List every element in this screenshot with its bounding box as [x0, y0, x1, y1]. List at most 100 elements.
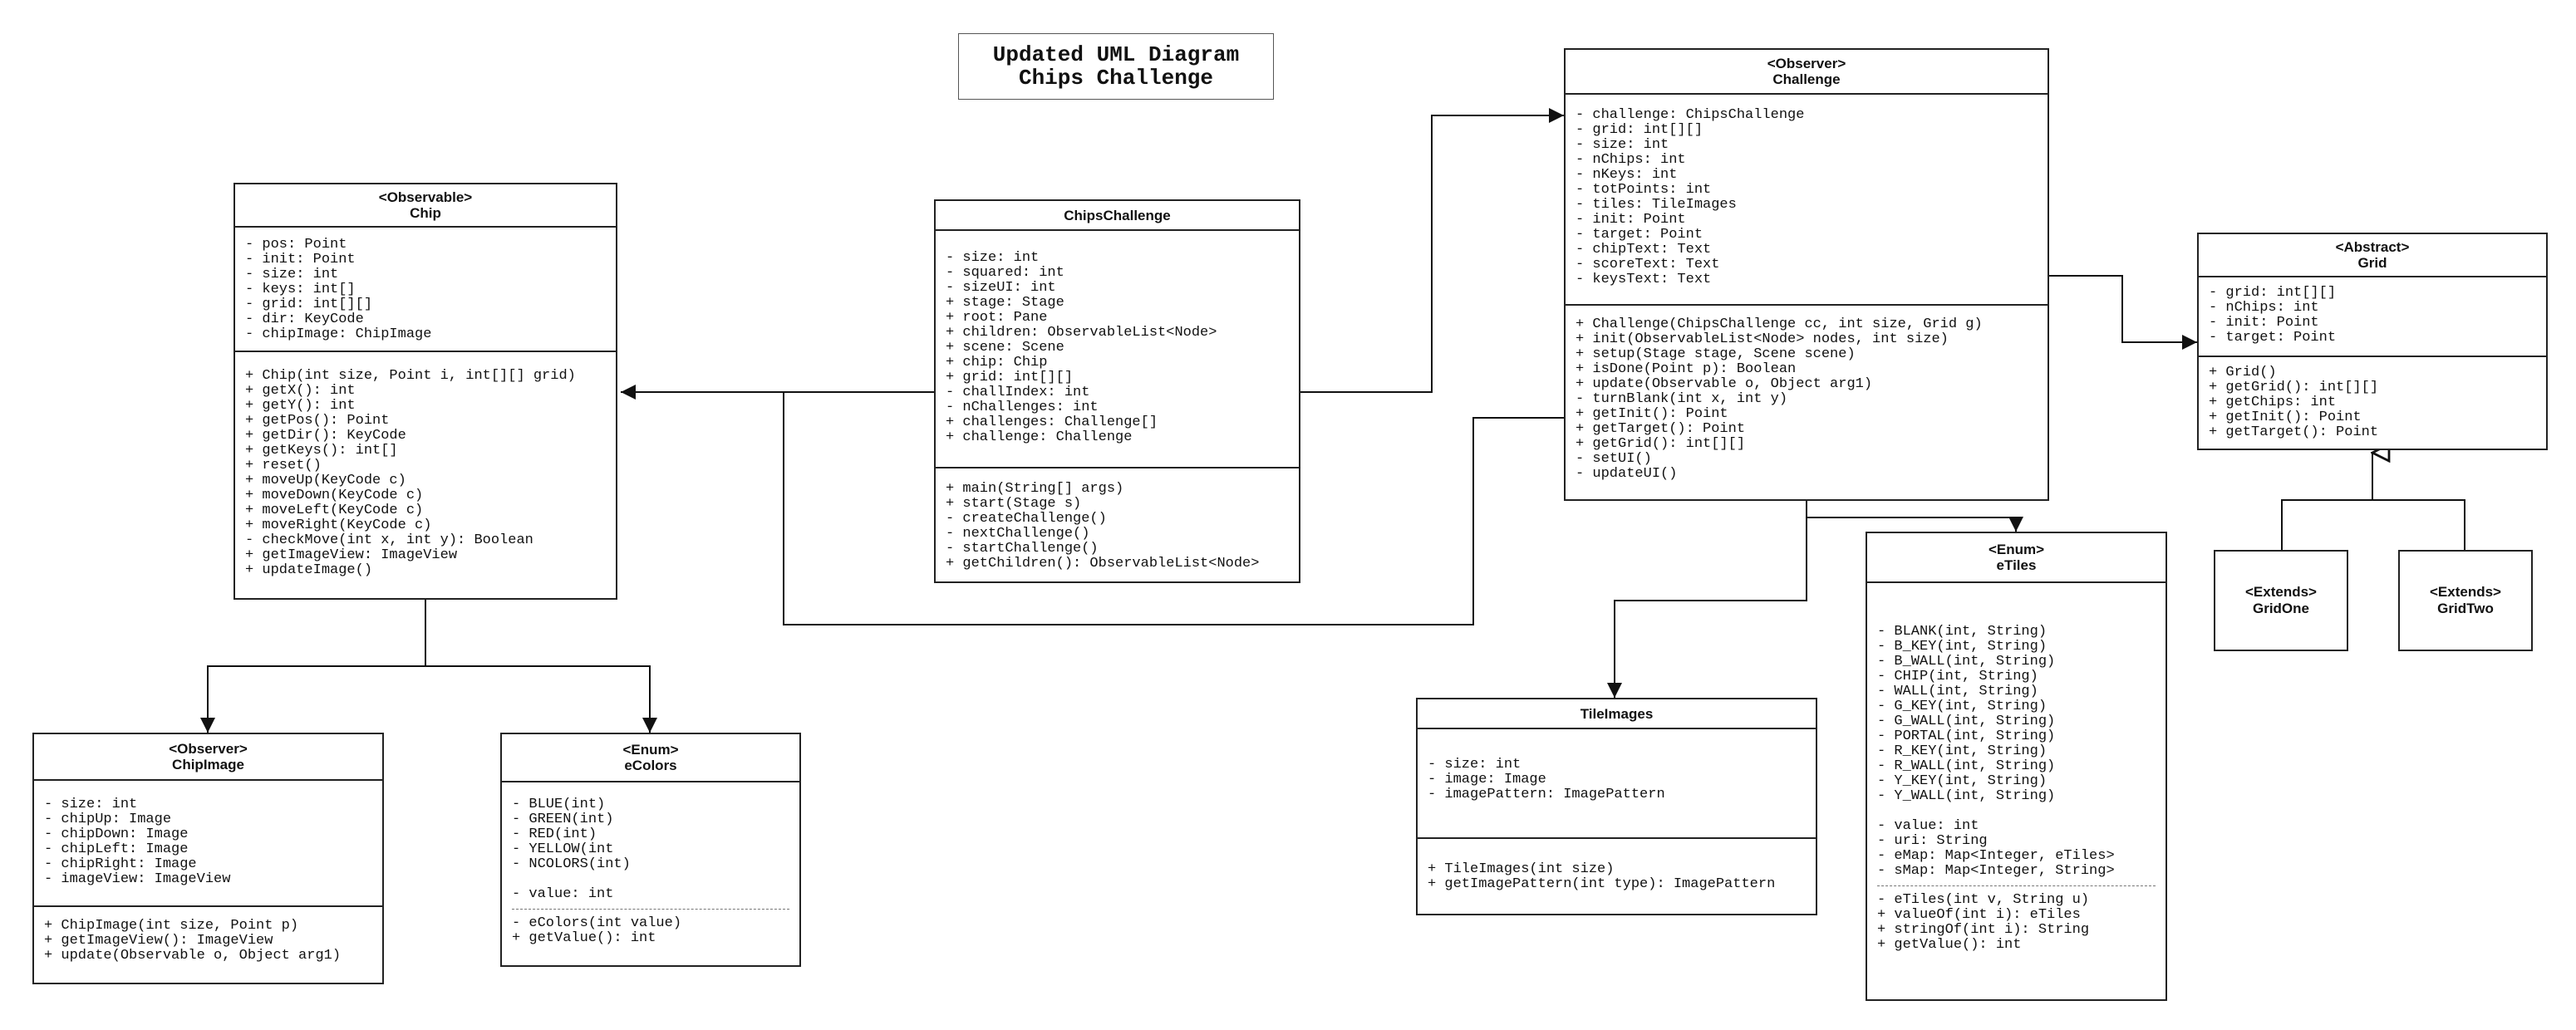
- method: + getInit(): Point: [2209, 410, 2362, 425]
- attribute-section: - size: int - chipUp: Image - chipDown: …: [34, 781, 382, 907]
- method-section: + TileImages(int size) + getImagePattern…: [1418, 839, 1816, 914]
- class-header: TileImages: [1418, 699, 1816, 729]
- class-header: ChipsChallenge: [936, 201, 1299, 231]
- method-section: + Grid() + getGrid(): int[][] + getChips…: [2199, 357, 2546, 449]
- attribute: - nKeys: int: [1576, 167, 1678, 183]
- class-name: GridOne: [2252, 601, 2309, 616]
- class-name: Challenge: [1772, 71, 1841, 87]
- attribute: - chipDown: Image: [44, 826, 189, 842]
- attribute: - grid: int[][]: [245, 297, 373, 312]
- class-chipschallenge: ChipsChallenge - size: int - squared: in…: [934, 199, 1300, 583]
- connector-challenge-to-tileimages: [1607, 501, 1807, 698]
- attribute: - target: Point: [2209, 330, 2337, 346]
- attribute: - totPoints: int: [1576, 182, 1712, 198]
- class-chipimage: <Observer> ChipImage - size: int - chipU…: [32, 733, 384, 984]
- attribute: + challenge: Challenge: [946, 429, 1133, 445]
- attribute: - target: Point: [1576, 227, 1703, 243]
- class-tileimages: TileImages - size: int - image: Image - …: [1416, 698, 1817, 915]
- class-header: <Abstract> Grid: [2199, 234, 2546, 277]
- attribute: - nChips: int: [2209, 300, 2319, 316]
- method-section: + Challenge(ChipsChallenge cc, int size,…: [1566, 306, 2048, 499]
- field: - uri: String: [1877, 833, 1988, 849]
- attribute: - init: Point: [2209, 315, 2319, 331]
- enum-constant: - G_KEY(int, String): [1877, 699, 2048, 714]
- attribute: - chipLeft: Image: [44, 841, 189, 857]
- attribute: + children: ObservableList<Node>: [946, 325, 1217, 341]
- attribute: - nChallenges: int: [946, 400, 1099, 415]
- method: + Chip(int size, Point i, int[][] grid): [245, 368, 576, 384]
- method: + Grid(): [2209, 365, 2277, 380]
- class-challenge: <Observer> Challenge - challenge: ChipsC…: [1564, 48, 2049, 501]
- connector-gridone-to-grid: [2281, 499, 2465, 550]
- field: - sMap: Map<Integer, String>: [1877, 863, 2115, 879]
- method: + getGrid(): int[][]: [1576, 436, 1746, 452]
- class-name: ChipImage: [172, 757, 244, 772]
- attribute: - imageView: ImageView: [44, 871, 231, 887]
- method: + update(Observable o, Object arg1): [44, 948, 342, 964]
- connector-chipschallenge-to-challenge: [1299, 108, 1564, 393]
- method: + ChipImage(int size, Point p): [44, 918, 299, 934]
- spacer: [1877, 804, 2156, 819]
- method: + getImageView: ImageView: [245, 547, 458, 563]
- attribute-section: - challenge: ChipsChallenge - grid: int[…: [1566, 95, 2048, 306]
- method: + updateImage(): [245, 562, 373, 578]
- method: + getValue(): int: [512, 930, 656, 946]
- class-header: <Enum> eTiles: [1867, 533, 2166, 583]
- method: + getTarget(): Point: [1576, 421, 1746, 437]
- method: + getX(): int: [245, 383, 356, 399]
- method: + setup(Stage stage, Scene scene): [1576, 346, 1856, 362]
- class-header: <Observer> Challenge: [1566, 50, 2048, 95]
- attribute: - keys: int[]: [245, 282, 356, 297]
- method: - eColors(int value): [512, 915, 682, 931]
- attribute: + root: Pane: [946, 310, 1048, 326]
- method: + stringOf(int i): String: [1877, 922, 2090, 938]
- method-section: + ChipImage(int size, Point p) + getImag…: [34, 907, 382, 983]
- attribute: - squared: int: [946, 265, 1064, 281]
- method: + reset(): [245, 458, 322, 473]
- method: + TileImages(int size): [1428, 861, 1615, 877]
- class-name: eColors: [624, 758, 677, 773]
- class-gridone: <Extends> GridOne: [2214, 550, 2348, 651]
- field: - eMap: Map<Integer, eTiles>: [1877, 848, 2115, 864]
- method: - startChallenge(): [946, 541, 1099, 557]
- stereotype: <Observer>: [1767, 56, 1846, 71]
- enum-constant: - R_WALL(int, String): [1877, 758, 2056, 774]
- class-etiles: <Enum> eTiles - BLANK(int, String) - B_K…: [1866, 532, 2167, 1001]
- stereotype: <Extends>: [2245, 584, 2317, 600]
- attribute: - imagePattern: ImagePattern: [1428, 787, 1665, 802]
- stereotype: <Abstract>: [2335, 239, 2410, 255]
- method: + getDir(): KeyCode: [245, 428, 406, 444]
- attribute-section: - grid: int[][] - nChips: int - init: Po…: [2199, 277, 2546, 357]
- spacer: [512, 872, 789, 887]
- attribute: + chip: Chip: [946, 355, 1048, 370]
- enum-constant: - WALL(int, String): [1877, 684, 2038, 699]
- method: + getKeys(): int[]: [245, 443, 398, 459]
- attribute-section: - size: int - image: Image - imagePatter…: [1418, 729, 1816, 839]
- dashed-divider: [1877, 885, 2156, 886]
- enum-body: - BLANK(int, String) - B_KEY(int, String…: [1867, 583, 2166, 999]
- class-header: <Observable> Chip: [235, 184, 616, 228]
- attribute: - init: Point: [245, 252, 356, 267]
- class-chip: <Observable> Chip - pos: Point - init: P…: [234, 183, 617, 600]
- class-name: Chip: [410, 205, 441, 221]
- field: - value: int: [1877, 818, 1979, 834]
- enum-constant: - YELLOW(int: [512, 841, 614, 857]
- enum-constant: - PORTAL(int, String): [1877, 728, 2056, 744]
- method: + getInit(): Point: [1576, 406, 1728, 422]
- attribute: - chipRight: Image: [44, 856, 197, 872]
- method: + update(Observable o, Object arg1): [1576, 376, 1873, 392]
- attribute: - size: int: [1576, 137, 1669, 153]
- method-section: + Chip(int size, Point i, int[][] grid) …: [235, 352, 616, 598]
- enum-constant: - Y_KEY(int, String): [1877, 773, 2048, 789]
- method: + getImagePattern(int type): ImagePatter…: [1428, 876, 1776, 892]
- method: + getTarget(): Point: [2209, 424, 2379, 440]
- enum-constant: - Y_WALL(int, String): [1877, 788, 2056, 804]
- method: - checkMove(int x, int y): Boolean: [245, 532, 533, 548]
- attribute-section: - pos: Point - init: Point - size: int -…: [235, 228, 616, 352]
- attribute: - tiles: TileImages: [1576, 197, 1737, 213]
- attribute: - challenge: ChipsChallenge: [1576, 107, 1805, 123]
- stereotype: <Observable>: [378, 189, 473, 205]
- method: - updateUI(): [1576, 466, 1678, 482]
- class-header: <Enum> eColors: [502, 734, 799, 782]
